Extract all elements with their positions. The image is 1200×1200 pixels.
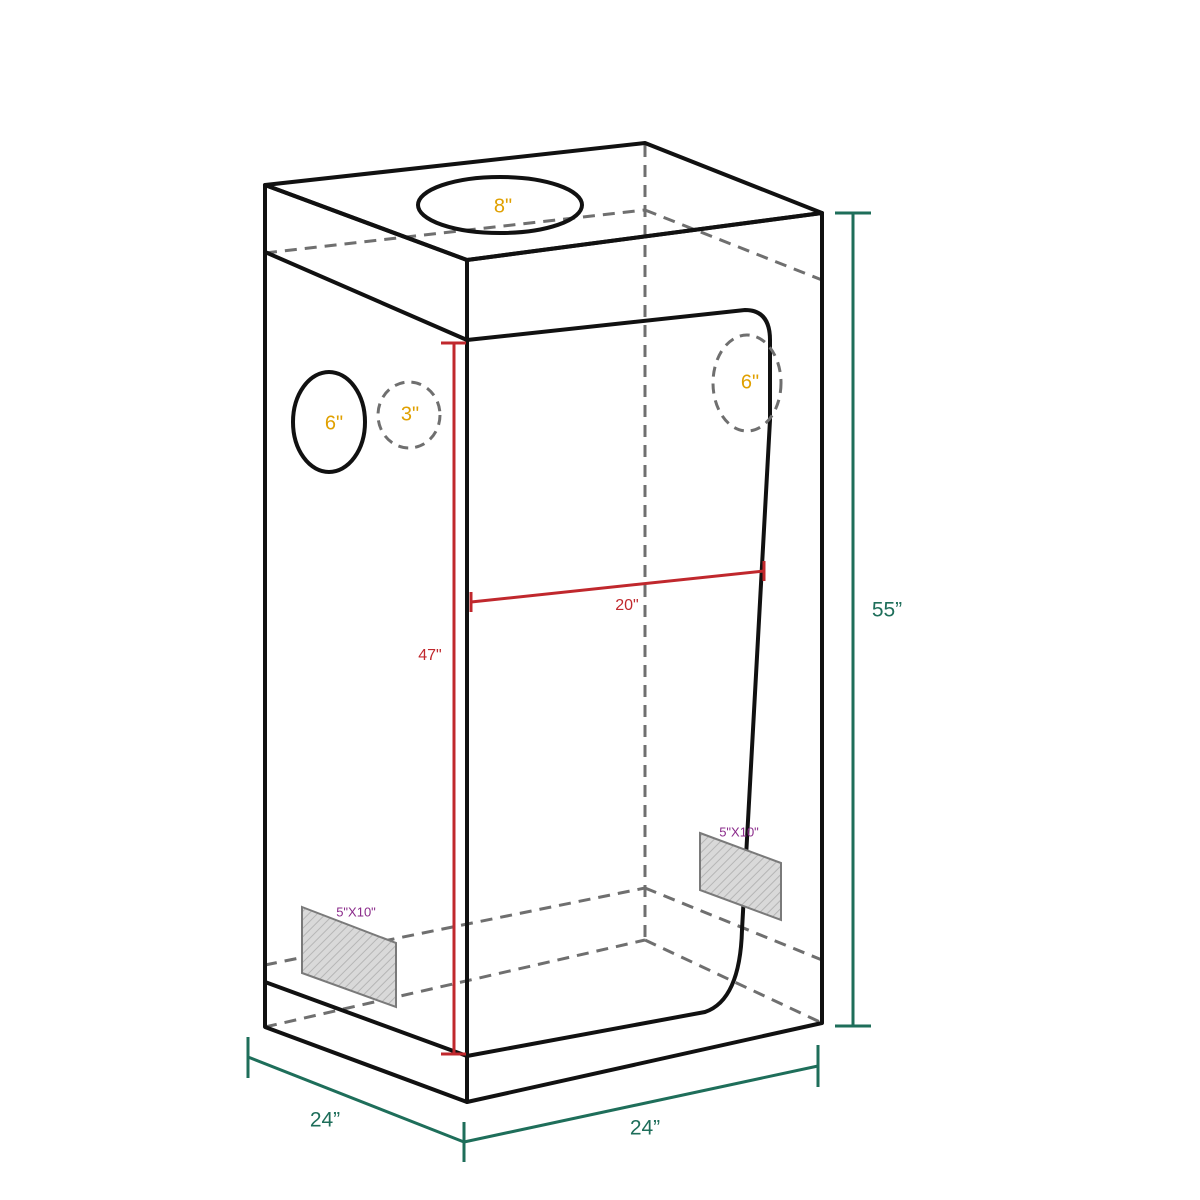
side-port-small-circle [376,380,442,450]
back-port: 6" [711,333,783,433]
width-label: 24” [630,1117,660,1140]
left-vent: 5"X10" [301,904,397,1009]
back-port-circle [711,333,783,433]
depth-label: 24” [310,1109,340,1132]
depth-dimension: 24” [246,1037,466,1162]
height-label: 55” [872,599,902,622]
tent-outline [263,141,824,1104]
depth-line [247,1055,465,1144]
door-height-label: 47" [418,647,441,664]
width-line [463,1064,819,1144]
door-height-dimension: 47" [418,341,466,1056]
height-dimension: 55” [835,211,902,1028]
left-vent-label: 5"X10" [336,904,376,919]
side-port-small-label: 3" [401,403,419,425]
side-port-large-label: 6" [325,412,343,434]
back-vent-panel [699,831,782,922]
side-port-small: 3" [376,380,442,450]
top-port: 8" [416,175,584,235]
side-seam-bottom [263,980,469,1058]
top-port-label: 8" [494,195,512,217]
door-zipper-outline [465,308,772,1058]
width-dimension: 24” [463,1045,820,1144]
side-port-large-circle [291,370,367,474]
door-width-label: 20" [615,597,638,614]
back-vent: 5"X10" [699,824,782,922]
top-port-circle [416,175,584,235]
back-port-label: 6" [741,371,759,393]
left-vent-panel [301,905,397,1009]
tent-front-face [465,211,824,1104]
side-seam-top [263,250,469,342]
back-vent-label: 5"X10" [719,824,759,839]
door-width-line [470,569,765,604]
side-port-large: 6" [291,370,367,474]
door-width-dimension: 20" [469,561,766,614]
